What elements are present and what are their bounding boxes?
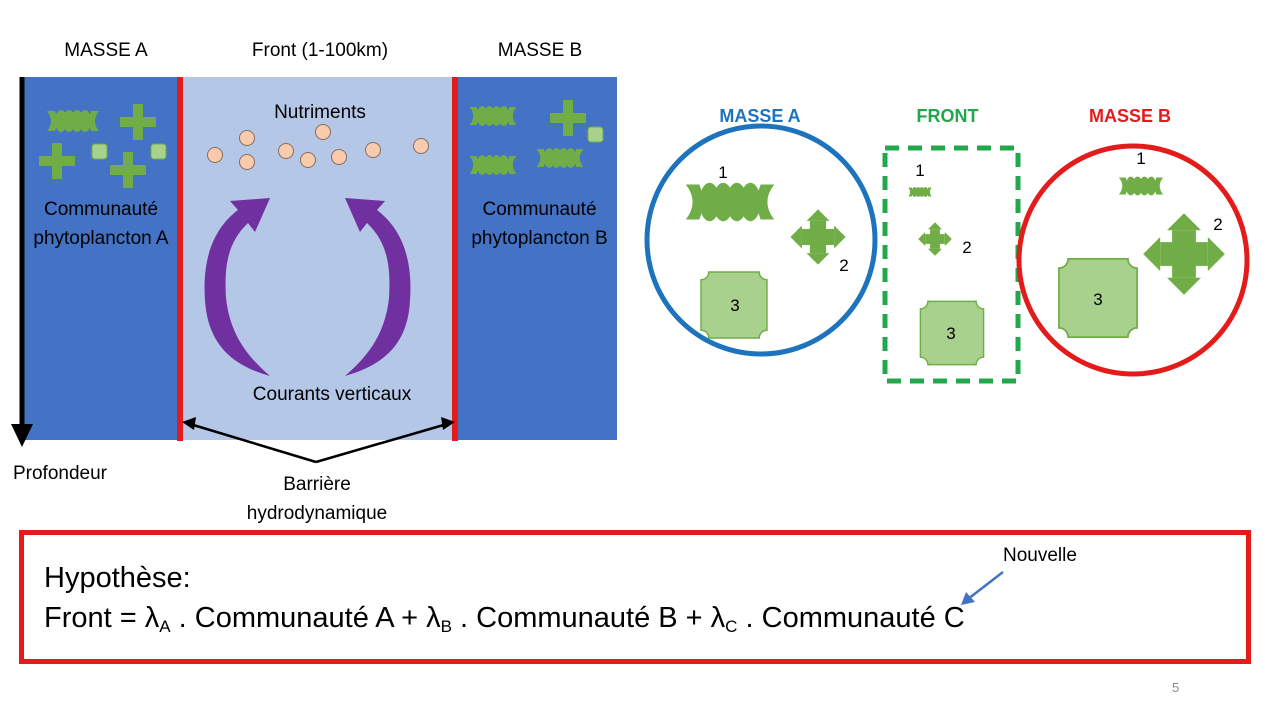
nutrient-particles	[207, 124, 429, 170]
barrier-pointer-arrows	[182, 417, 455, 464]
page-number: 5	[1172, 680, 1180, 695]
mass-b-cell-1	[1118, 176, 1164, 196]
front-title: FRONT	[916, 106, 979, 126]
new-pointer-arrow-icon	[961, 571, 1004, 605]
nutrients-label: Nutriments	[274, 102, 366, 123]
eq-part-c: . Communauté C	[737, 602, 965, 634]
hypothesis-title: Hypothèse:	[44, 562, 191, 594]
vertical-current-right-icon	[345, 198, 411, 376]
barrier-label: Barrière hydrodynamique	[246, 474, 388, 524]
eq-sub-b: B	[440, 617, 452, 636]
vertical-current-left-icon	[204, 198, 270, 376]
mass-b-number-1: 1	[1136, 149, 1146, 168]
front-number-1: 1	[915, 161, 925, 180]
phytoplankton-group-b	[469, 100, 604, 175]
column-header-mass-b: MASSE B	[497, 40, 583, 61]
mass-a-cell-1	[685, 182, 775, 222]
currents-label: Courants verticaux	[252, 384, 412, 405]
mass-a-number-1: 1	[718, 163, 728, 182]
column-header-front: Front (1-100km)	[251, 40, 389, 61]
community-a-label: Communauté phytoplancton A	[33, 199, 169, 249]
mass-b-title: MASSE B	[1088, 106, 1171, 126]
water-mass-a	[22, 77, 180, 440]
eq-part-b: . Communauté B + λ	[451, 602, 726, 634]
eq-front: Front = λ	[44, 602, 160, 634]
hypothesis-box: Hypothèse: Front = λA . Communauté A + λ…	[19, 530, 1251, 664]
phytoplankton-group-a	[39, 104, 167, 188]
eq-sub-a: A	[159, 617, 171, 636]
front-cell-2	[918, 222, 952, 256]
front-number-2: 2	[962, 238, 972, 257]
mass-a-number-3: 3	[730, 296, 740, 315]
front-number-3: 3	[946, 324, 956, 343]
front-cell-1	[908, 187, 932, 197]
mass-b-circle	[1016, 143, 1250, 377]
hypothesis-equation: Front = λA . Communauté A + λB . Communa…	[44, 602, 965, 637]
depth-label: Profondeur	[12, 463, 107, 484]
new-label: Nouvelle	[1003, 545, 1077, 566]
mass-a-number-2: 2	[839, 256, 849, 275]
column-header-mass-a: MASSE A	[64, 40, 148, 61]
mass-b-number-3: 3	[1093, 290, 1103, 309]
depth-arrow-icon	[11, 77, 33, 447]
mass-b-number-2: 2	[1213, 215, 1223, 234]
eq-sub-c: C	[725, 617, 738, 636]
mass-a-title: MASSE A	[719, 106, 801, 126]
eq-part-a: . Communauté A + λ	[170, 602, 441, 634]
community-b-label: Communauté phytoplancton B	[471, 199, 608, 249]
mass-a-circle	[644, 123, 878, 357]
